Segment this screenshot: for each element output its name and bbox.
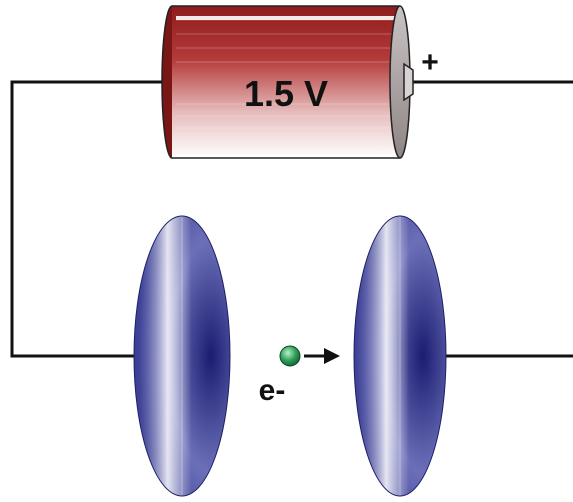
battery: 1.5 V + [161, 5, 439, 159]
electron: e- [259, 345, 340, 407]
capacitor-plate-left [133, 215, 231, 497]
battery-voltage-label: 1.5 V [244, 73, 328, 114]
electron-dot [279, 345, 301, 367]
battery-positive-nub [403, 62, 414, 102]
wire-left-loop [10, 80, 182, 358]
electron-direction-arrow-head [324, 348, 340, 364]
positive-terminal-label: + [421, 46, 439, 79]
capacitor-plate-right [353, 215, 447, 497]
electron-label: e- [259, 374, 286, 407]
battery-body [172, 6, 400, 158]
